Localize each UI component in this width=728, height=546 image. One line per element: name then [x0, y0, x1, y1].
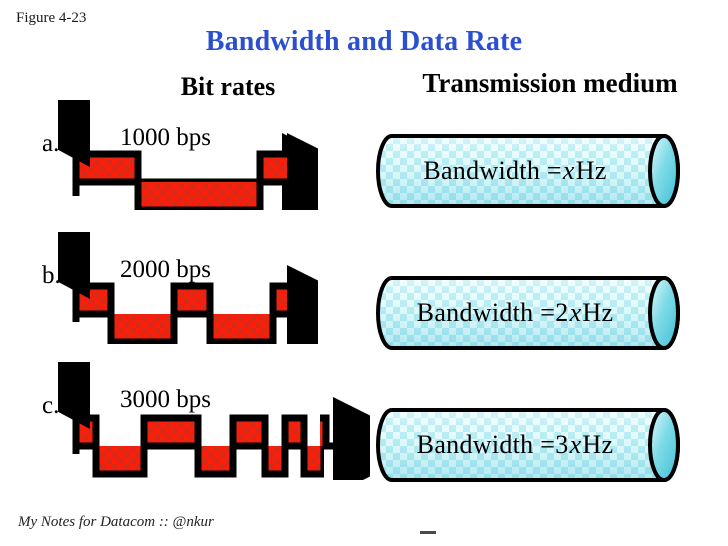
cylinder-svg-a — [376, 134, 680, 208]
column-header-transmission-medium: Transmission medium — [422, 68, 678, 98]
row-letter-c: c. — [42, 392, 60, 419]
signal-waveform-c — [0, 331, 342, 485]
cylinder-svg-c — [376, 408, 680, 482]
column-header-bit-rates: Bit rates — [180, 72, 276, 101]
signal-waveform-b — [0, 201, 385, 363]
waveform-svg-c — [0, 331, 342, 478]
waveform-svg-a — [0, 67, 385, 231]
figure-label: Figure 4-23 — [16, 10, 87, 26]
cylinder-svg-b — [376, 276, 680, 350]
stray-dash-mark — [420, 531, 436, 534]
page-title: Bandwidth and Data Rate — [205, 26, 523, 57]
transmission-medium-cylinder-a: Bandwidth = x Hz — [372, 130, 684, 212]
signal-waveform-a — [0, 67, 385, 231]
footer-note: My Notes for Datacom :: @nkur — [18, 514, 214, 530]
signal-waveform-c-tail — [320, 362, 431, 495]
rate-label-c: 3000 bps — [120, 386, 211, 413]
waveform-svg-b — [0, 201, 385, 363]
row-letter-a: a. — [42, 130, 60, 157]
rate-label-b: 2000 bps — [120, 256, 211, 283]
rate-label-a: 1000 bps — [120, 124, 211, 151]
